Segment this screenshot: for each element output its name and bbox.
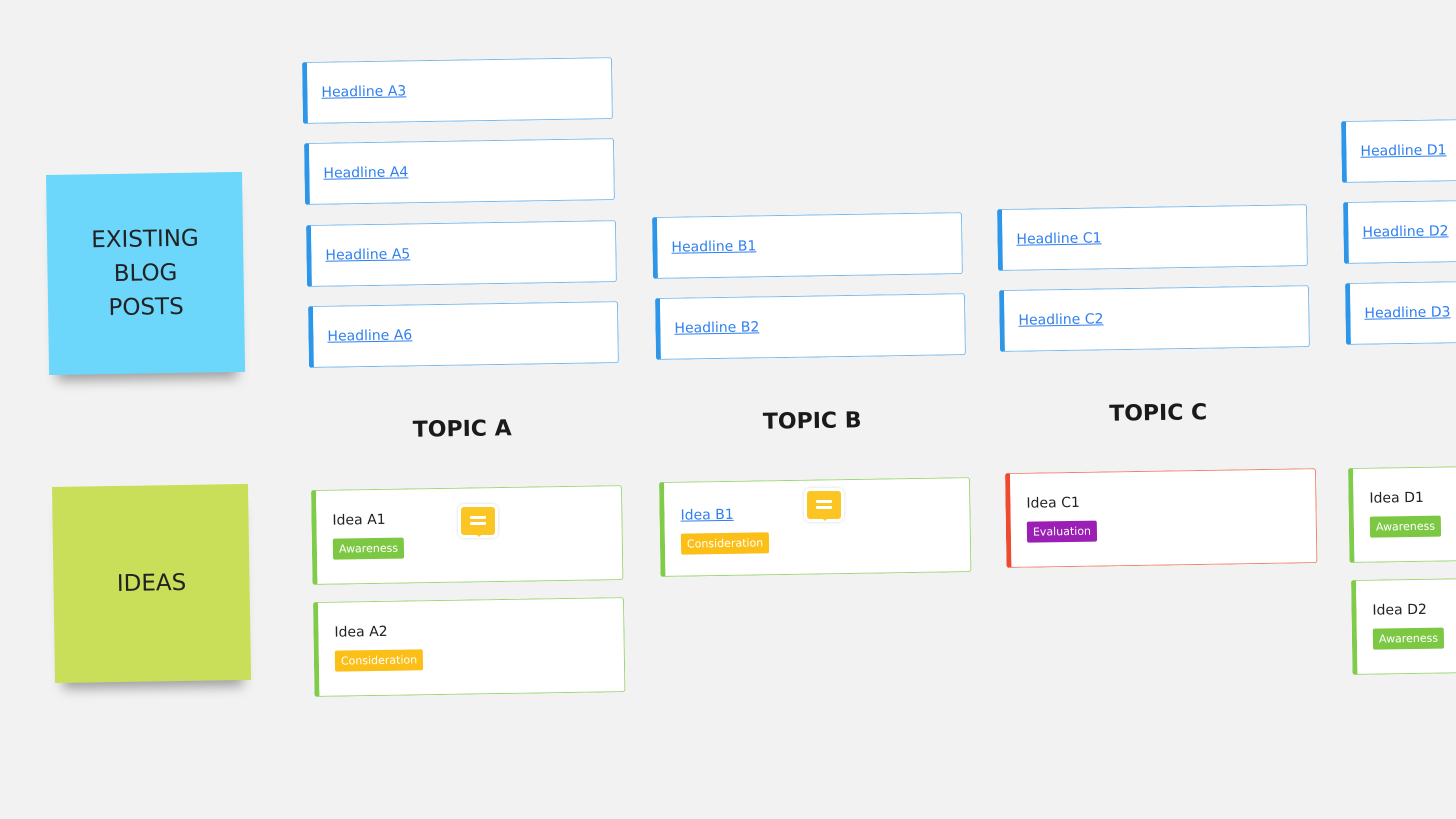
stage-tag: Awareness	[332, 537, 405, 560]
topic-heading: TOPIC B	[762, 408, 862, 435]
headline-card[interactable]: Headline C1	[997, 204, 1308, 271]
headline-link[interactable]: Headline A6	[327, 327, 413, 345]
headline-link[interactable]: Headline A4	[323, 164, 409, 182]
headline-card[interactable]: Headline C2	[999, 285, 1310, 352]
headline-card[interactable]: Headline A6	[308, 301, 619, 368]
stage-tag: Consideration	[334, 649, 424, 672]
idea-card[interactable]: Idea C1 Evaluation	[1005, 468, 1318, 568]
sticky-note-existing-blog-posts[interactable]: EXISTING BLOG POSTS	[46, 171, 246, 375]
idea-title: Idea C1	[1026, 494, 1080, 512]
headline-link[interactable]: Headline D3	[1364, 304, 1451, 322]
headline-link[interactable]: Headline B1	[671, 238, 757, 256]
comment-icon[interactable]	[458, 504, 498, 538]
headline-card[interactable]: Headline B1	[652, 212, 963, 279]
headline-link[interactable]: Headline B2	[674, 319, 760, 337]
headline-card[interactable]: Headline D1	[1341, 116, 1456, 183]
headline-link[interactable]: Headline D1	[1360, 142, 1447, 160]
stage-tag: Consideration	[680, 532, 770, 555]
headline-card[interactable]: Headline B2	[655, 293, 966, 360]
headline-card[interactable]: Headline A4	[304, 138, 615, 205]
headline-link[interactable]: Headline A5	[325, 246, 411, 264]
stage-tag: Evaluation	[1026, 520, 1098, 543]
topic-heading: TOPIC C	[1109, 400, 1208, 427]
sticky-note-ideas[interactable]: IDEAS	[52, 483, 252, 683]
idea-title: Idea D1	[1369, 489, 1424, 507]
idea-title: Idea D2	[1372, 601, 1427, 619]
idea-card[interactable]: Idea A2 Consideration	[313, 597, 626, 697]
headline-card[interactable]: Headline A5	[306, 220, 617, 287]
headline-card[interactable]: Headline D3	[1345, 278, 1456, 345]
idea-title-link[interactable]: Idea B1	[680, 506, 734, 524]
comment-icon[interactable]	[804, 488, 844, 522]
topic-heading: TOPIC A	[412, 416, 512, 443]
headline-link[interactable]: Headline C2	[1018, 311, 1104, 329]
idea-title: Idea A2	[334, 623, 388, 641]
headline-link[interactable]: Headline C1	[1016, 230, 1102, 248]
headline-card[interactable]: Headline A3	[302, 57, 613, 124]
stage-tag: Awareness	[1369, 515, 1442, 538]
headline-link[interactable]: Headline D2	[1362, 223, 1449, 241]
stage-tag: Awareness	[1372, 627, 1445, 650]
headline-link[interactable]: Headline A3	[321, 83, 407, 101]
idea-card[interactable]: Idea D2 Awareness	[1351, 575, 1456, 675]
idea-card[interactable]: Idea D1 Awareness	[1348, 463, 1456, 563]
headline-card[interactable]: Headline D2	[1343, 197, 1456, 264]
